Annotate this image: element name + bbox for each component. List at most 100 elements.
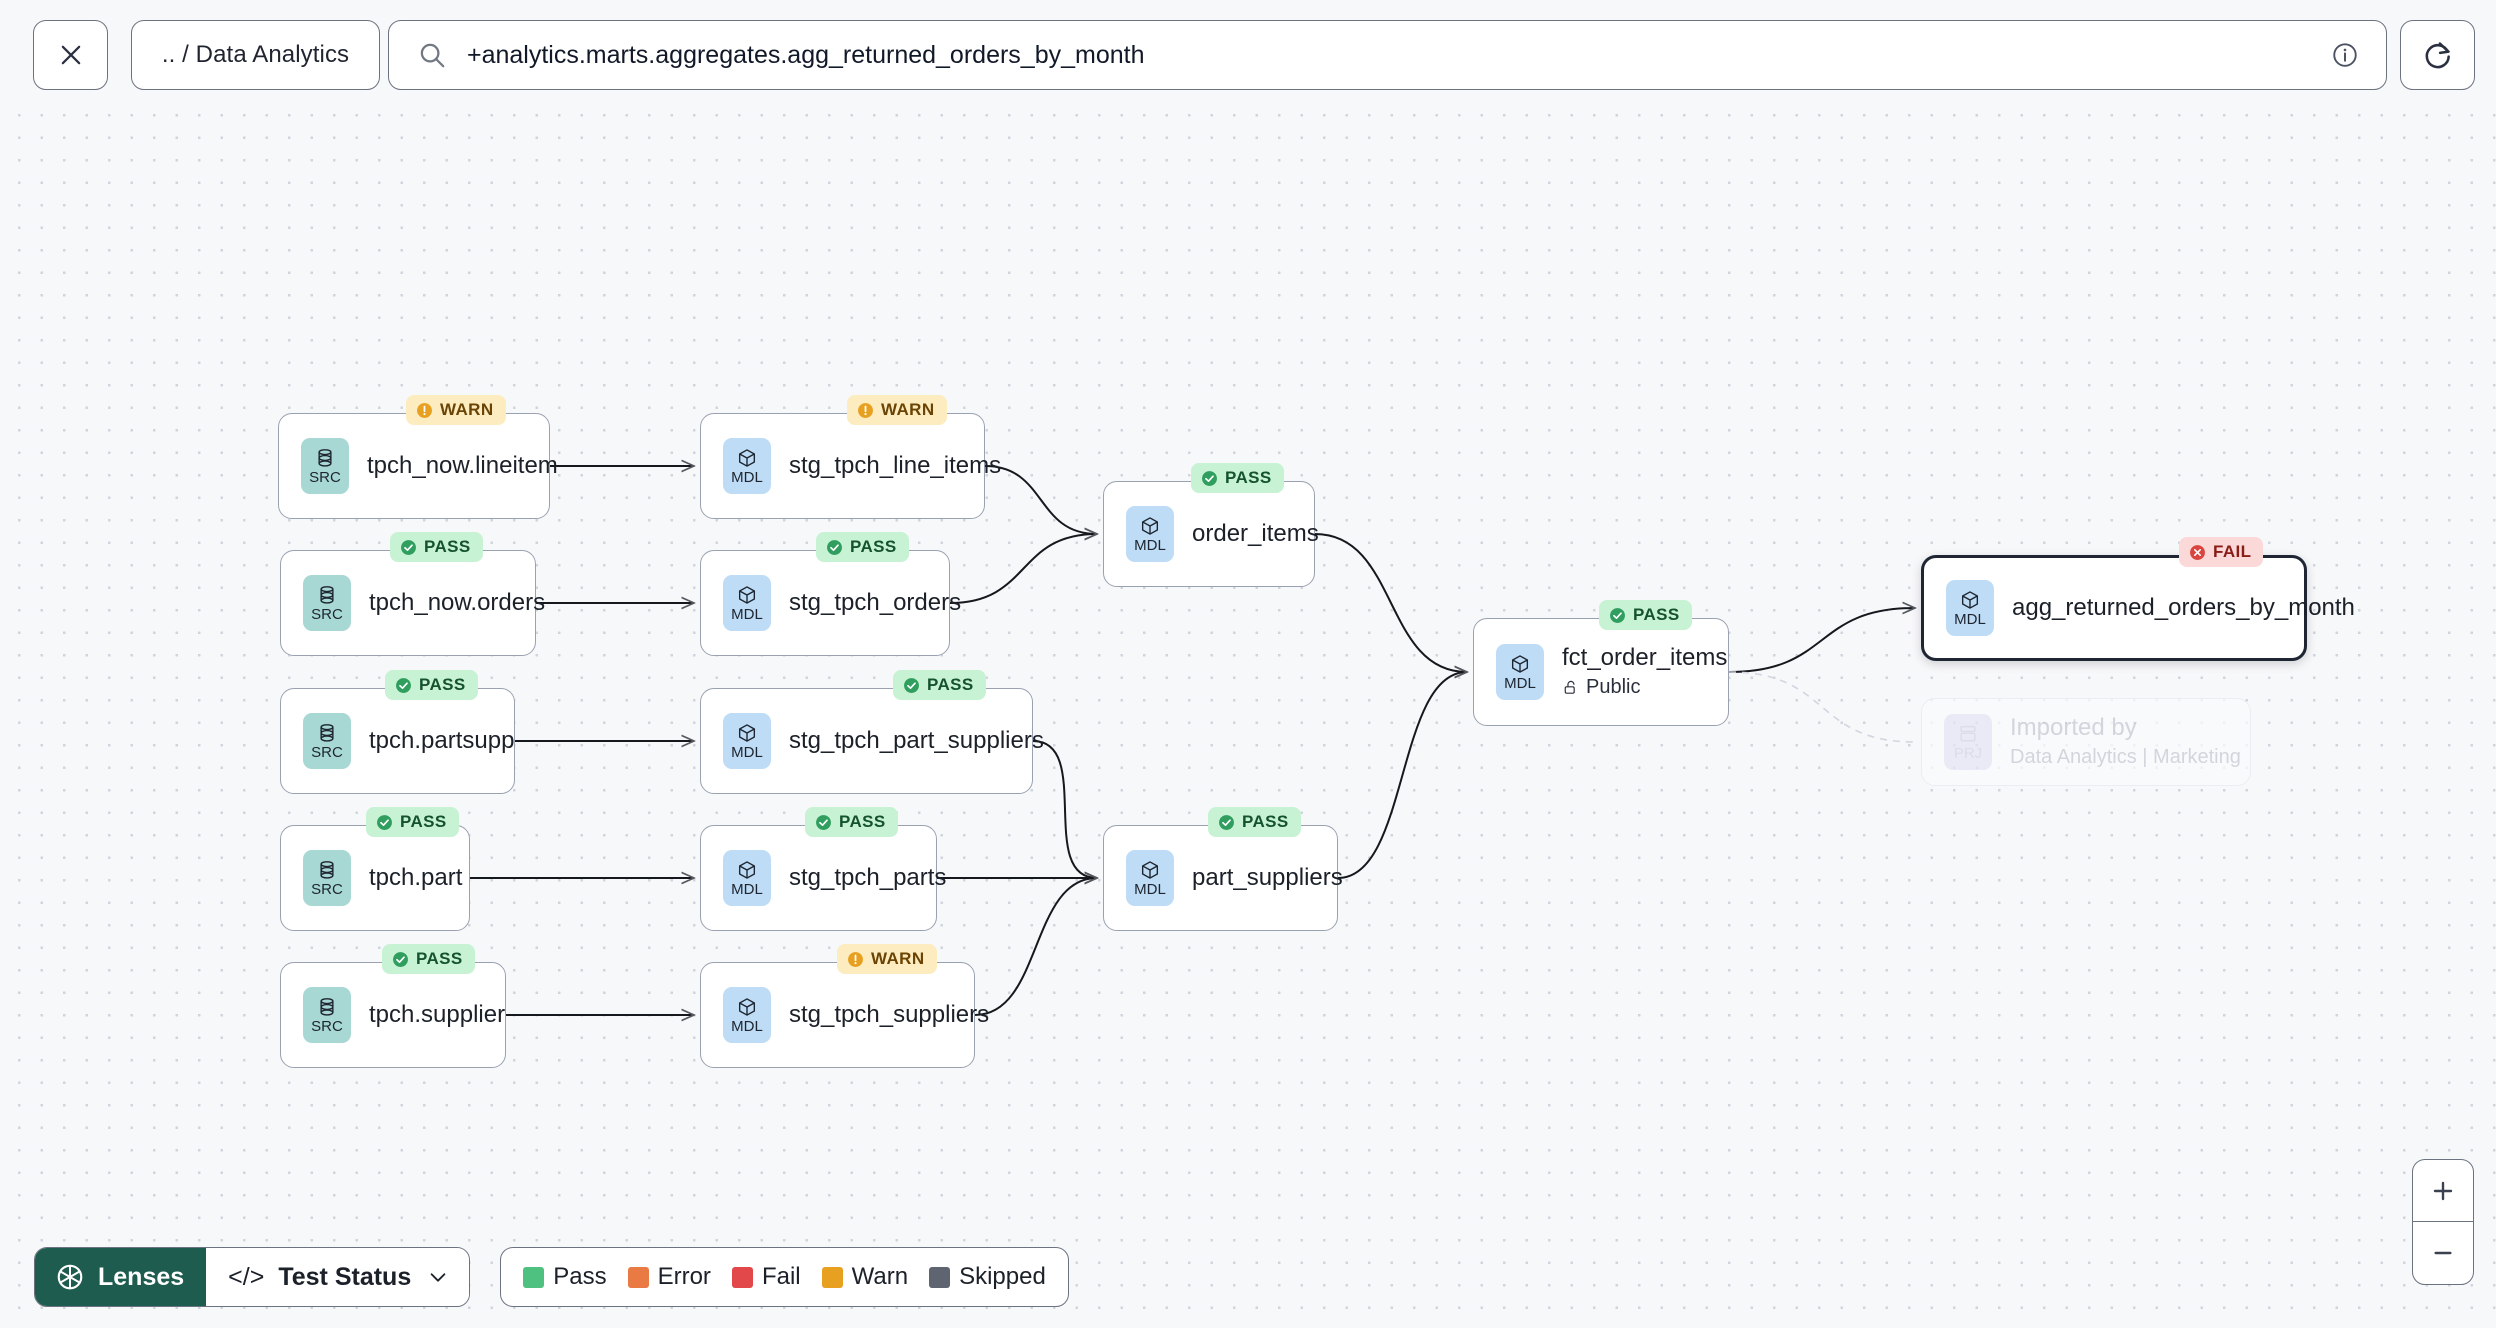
node-type-label: SRC bbox=[311, 1018, 343, 1035]
node-type-label: MDL bbox=[731, 744, 763, 761]
cube-icon bbox=[738, 449, 756, 467]
node-type-label: PRJ bbox=[1953, 745, 1983, 762]
node-type-chip-src: SRC bbox=[303, 713, 351, 769]
status-badge-label: FAIL bbox=[2213, 542, 2252, 561]
status-badge-fail: FAIL bbox=[2179, 537, 2264, 567]
close-button[interactable] bbox=[33, 20, 108, 90]
legend-item-skipped[interactable]: Skipped bbox=[929, 1263, 1046, 1291]
cube-icon bbox=[738, 998, 756, 1016]
status-badge-pass: PASS bbox=[1599, 600, 1692, 630]
lenses-button[interactable]: Lenses bbox=[35, 1248, 207, 1306]
status-badge-warn: WARN bbox=[406, 395, 506, 425]
node-type-label: SRC bbox=[309, 469, 341, 486]
cube-icon bbox=[1511, 655, 1529, 673]
graph-node-tpch_partsupp[interactable]: SRC tpch.partsupp bbox=[280, 688, 515, 794]
node-title: stg_tpch_line_items bbox=[789, 451, 1002, 479]
database-icon bbox=[320, 998, 334, 1016]
node-title: part_suppliers bbox=[1192, 863, 1343, 891]
legend-item-error[interactable]: Error bbox=[627, 1263, 711, 1291]
graph-node-order_items[interactable]: MDL order_items bbox=[1103, 481, 1319, 587]
cube-icon bbox=[1961, 591, 1979, 609]
legend-item-warn[interactable]: Warn bbox=[821, 1263, 909, 1291]
node-type-chip-src: SRC bbox=[303, 575, 351, 631]
status-badge-pass: PASS bbox=[805, 807, 898, 837]
status-badge-label: PASS bbox=[419, 675, 466, 694]
edge-order_items-to-fct_order_items bbox=[1314, 533, 1467, 672]
status-badge-label: PASS bbox=[400, 812, 447, 831]
legend-item-fail[interactable]: Fail bbox=[731, 1263, 801, 1291]
node-type-chip-src: SRC bbox=[303, 850, 351, 906]
refresh-icon bbox=[2425, 42, 2450, 69]
node-subtitle-text: Data Analytics | Marketing bbox=[2010, 745, 2241, 768]
edge-fct_order_items-to-imported_by_project bbox=[1728, 671, 1916, 743]
code-brackets-icon: </> bbox=[228, 1262, 265, 1291]
check-circle-icon bbox=[377, 814, 392, 830]
graph-node-tpch_part[interactable]: SRC tpch.part bbox=[280, 825, 470, 931]
node-type-chip-prj: PRJ bbox=[1944, 714, 1992, 770]
node-type-label: SRC bbox=[311, 881, 343, 898]
node-type-label: MDL bbox=[1954, 611, 1986, 628]
node-type-label: MDL bbox=[731, 1018, 763, 1035]
cube-icon bbox=[1141, 861, 1159, 879]
database-icon bbox=[320, 586, 334, 604]
node-title: tpch.part bbox=[369, 863, 463, 891]
error-circle-icon bbox=[2190, 544, 2205, 560]
node-type-chip-mdl: MDL bbox=[1496, 644, 1544, 700]
warning-circle-icon bbox=[848, 951, 863, 967]
check-circle-icon bbox=[904, 677, 919, 693]
graph-node-tpch_now_lineitem[interactable]: SRC tpch_now.lineitem bbox=[278, 413, 558, 519]
status-badge-warn: WARN bbox=[837, 944, 937, 974]
graph-node-stg_tpch_line_items[interactable]: MDL stg_tpch_line_items bbox=[700, 413, 1001, 519]
refresh-button[interactable] bbox=[2400, 20, 2475, 90]
plus-icon bbox=[2433, 1181, 2453, 1200]
node-title: order_items bbox=[1192, 519, 1319, 547]
status-badge-label: WARN bbox=[440, 400, 494, 419]
node-title: tpch_now.lineitem bbox=[367, 451, 558, 479]
status-badge-pass: PASS bbox=[390, 532, 483, 562]
edge-fct_order_items-to-agg_returned_orders_by_month bbox=[1728, 608, 1915, 673]
node-body: tpch_now.lineitem bbox=[367, 451, 558, 480]
search-input[interactable]: +analytics.marts.aggregates.agg_returned… bbox=[388, 20, 2387, 90]
status-badge-label: PASS bbox=[424, 537, 471, 556]
status-badge-pass: PASS bbox=[1191, 463, 1284, 493]
node-type-chip-mdl: MDL bbox=[723, 987, 771, 1043]
node-type-label: MDL bbox=[731, 606, 763, 623]
graph-node-part_suppliers[interactable]: MDL part_suppliers bbox=[1103, 825, 1343, 931]
node-type-label: MDL bbox=[1134, 537, 1166, 554]
status-badge-pass: PASS bbox=[385, 670, 478, 700]
status-badge-pass: PASS bbox=[1208, 807, 1301, 837]
warning-circle-icon bbox=[858, 402, 873, 418]
breadcrumb[interactable]: .. / Data Analytics bbox=[131, 20, 380, 90]
project-box-icon bbox=[1960, 725, 1976, 742]
status-badge-label: PASS bbox=[839, 812, 886, 831]
status-legend: Pass Error Fail Warn Skipped bbox=[500, 1247, 1069, 1307]
node-body: order_items bbox=[1192, 519, 1319, 548]
node-title: tpch.partsupp bbox=[369, 726, 515, 754]
zoom-out-button[interactable] bbox=[2413, 1222, 2473, 1284]
zoom-in-button[interactable] bbox=[2413, 1160, 2473, 1222]
legend-label: Skipped bbox=[959, 1263, 1046, 1290]
test-status-dropdown[interactable]: </> Test Status bbox=[206, 1248, 470, 1306]
legend-item-pass[interactable]: Pass bbox=[523, 1263, 607, 1291]
node-type-chip-src: SRC bbox=[303, 987, 351, 1043]
node-body: stg_tpch_parts bbox=[789, 864, 946, 892]
info-icon[interactable] bbox=[2330, 40, 2360, 70]
node-type-label: MDL bbox=[731, 469, 763, 486]
legend-swatch-fail bbox=[731, 1266, 753, 1288]
legend-label: Warn bbox=[851, 1263, 909, 1290]
node-type-label: MDL bbox=[1134, 881, 1166, 898]
node-type-chip-mdl: MDL bbox=[723, 713, 771, 769]
database-icon bbox=[320, 861, 334, 879]
edge-stg_tpch_line_items-to-order_items bbox=[984, 465, 1097, 534]
